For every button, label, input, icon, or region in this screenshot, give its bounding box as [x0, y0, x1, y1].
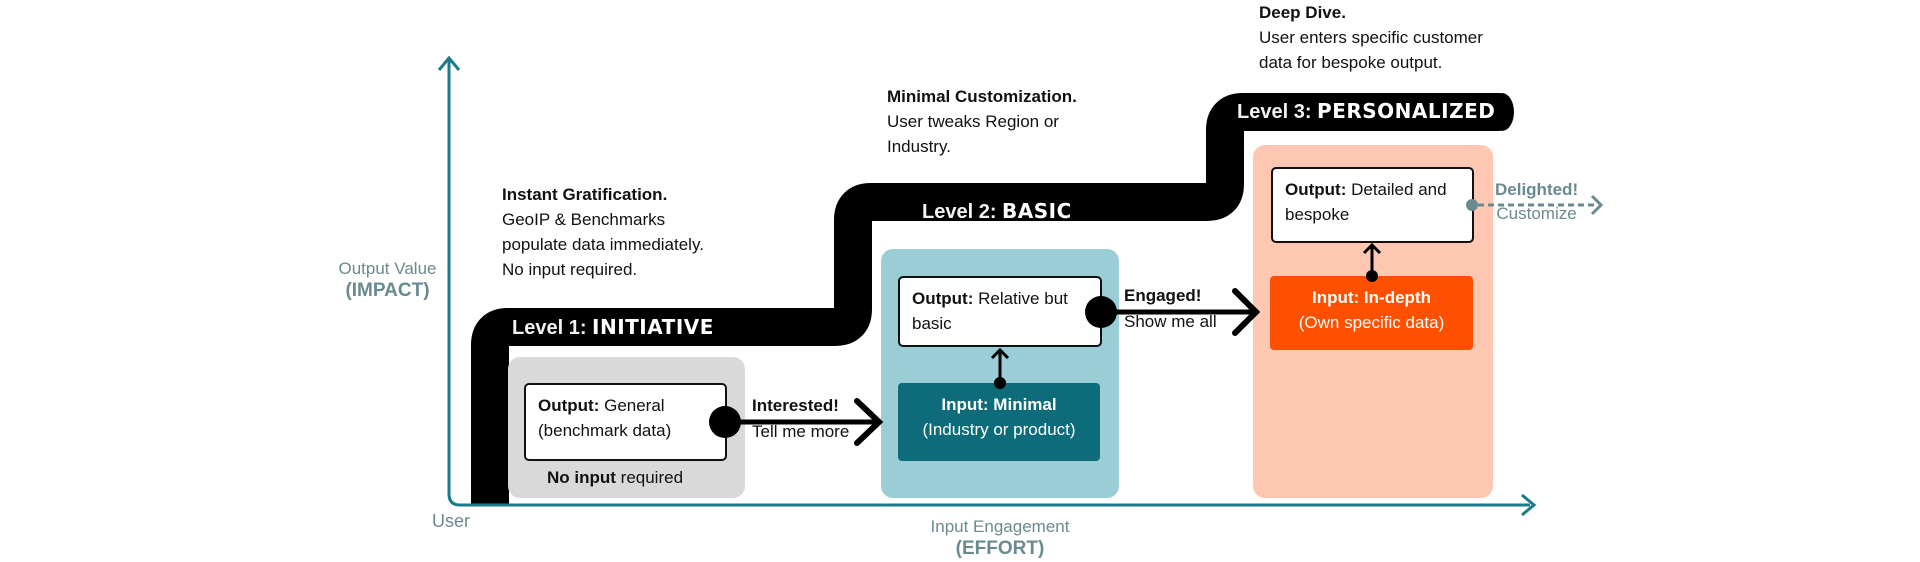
level-1-desc-line: populate data immediately.: [502, 235, 704, 254]
x-axis-label-emphasis: (EFFORT): [955, 538, 1045, 559]
level-2-input-title: Input: Minimal: [941, 395, 1057, 414]
level-3-desc-title: Deep Dive.: [1259, 3, 1346, 22]
level-2-name: BASIC: [1002, 199, 1072, 223]
transition-2-subtitle: Show me all: [1124, 312, 1217, 331]
level-3-label: Level 3: PERSONALIZED: [1237, 99, 1495, 124]
staircase-end-cap: [1490, 93, 1514, 131]
level-3-output-box: Output: Detailed and bespoke: [1271, 167, 1474, 243]
level-1-output-text: General (benchmark data): [538, 396, 672, 440]
level-3-name: PERSONALIZED: [1317, 99, 1496, 123]
level-2-label: Level 2: BASIC: [922, 199, 1072, 224]
level-3-input-box: Input: In-depth (Own specific data): [1270, 276, 1473, 350]
no-input-bold: No input: [547, 468, 616, 487]
transition-3-title: Delighted!: [1495, 180, 1579, 199]
level-2-output-text: Relative but basic: [912, 289, 1068, 333]
level-2-desc-line: User tweaks Region or: [887, 112, 1059, 131]
transition-1-label: Interested! Tell me more: [752, 393, 849, 445]
level-1-description: Instant Gratification. GeoIP & Benchmark…: [502, 182, 704, 282]
origin-label: User: [432, 511, 471, 531]
level-3-input-text: (Own specific data): [1298, 313, 1445, 332]
level-3-output-text: Detailed and bespoke: [1285, 180, 1447, 224]
no-input-rest: required: [620, 468, 684, 487]
x-axis-arrowhead-icon: [1521, 493, 1537, 517]
y-axis-arrowhead-icon: [437, 55, 461, 71]
output-label: Output:: [1285, 180, 1347, 199]
level-3-desc-line: data for bespoke output.: [1259, 53, 1443, 72]
level-2-desc-line: Industry.: [887, 137, 951, 156]
y-axis-label-emphasis: (IMPACT): [345, 280, 430, 301]
level-2-input-box: Input: Minimal (Industry or product): [898, 383, 1100, 461]
level-2-input-text: (Industry or product): [922, 420, 1076, 439]
level-3-description: Deep Dive. User enters specific customer…: [1259, 0, 1483, 75]
transition-3-subtitle: Customize: [1496, 204, 1577, 223]
output-label: Output:: [538, 396, 600, 415]
level-1-desc-line: GeoIP & Benchmarks: [502, 210, 666, 229]
level-3-prefix: Level 3:: [1237, 101, 1312, 123]
level-2-prefix: Level 2:: [922, 201, 997, 223]
staircase-path: [471, 93, 1500, 505]
transition-2-label: Engaged! Show me all: [1124, 283, 1217, 335]
level-2-output-box: Output: Relative but basic: [898, 276, 1102, 347]
y-axis-label: Output Value (IMPACT): [330, 258, 445, 302]
level-1-desc-line: No input required.: [502, 260, 638, 279]
transition-3-label: Delighted! Customize: [1495, 178, 1578, 226]
y-axis-label-text: Output Value: [338, 259, 437, 278]
level-2-description: Minimal Customization. User tweaks Regio…: [887, 84, 1077, 159]
level-1-prefix: Level 1:: [512, 317, 587, 339]
y-axis-line: [447, 58, 1530, 507]
x-axis-label: Input Engagement (EFFORT): [900, 516, 1100, 560]
level-1-label: Level 1: INITIATIVE: [512, 315, 714, 340]
level-1-input-note: No input required: [547, 468, 683, 488]
level-1-name: INITIATIVE: [592, 315, 714, 339]
level-2-desc-title: Minimal Customization.: [887, 87, 1077, 106]
transition-2-title: Engaged!: [1124, 286, 1202, 305]
output-label: Output:: [912, 289, 974, 308]
transition-1-subtitle: Tell me more: [752, 422, 850, 441]
x-axis-label-text: Input Engagement: [930, 517, 1070, 536]
level-1-output-box: Output: General (benchmark data): [524, 383, 727, 461]
level-1-desc-title: Instant Gratification.: [502, 185, 668, 204]
level-3-input-title: Input: In-depth: [1312, 288, 1431, 307]
transition-1-title: Interested!: [752, 396, 839, 415]
level-3-desc-line: User enters specific customer: [1259, 28, 1483, 47]
